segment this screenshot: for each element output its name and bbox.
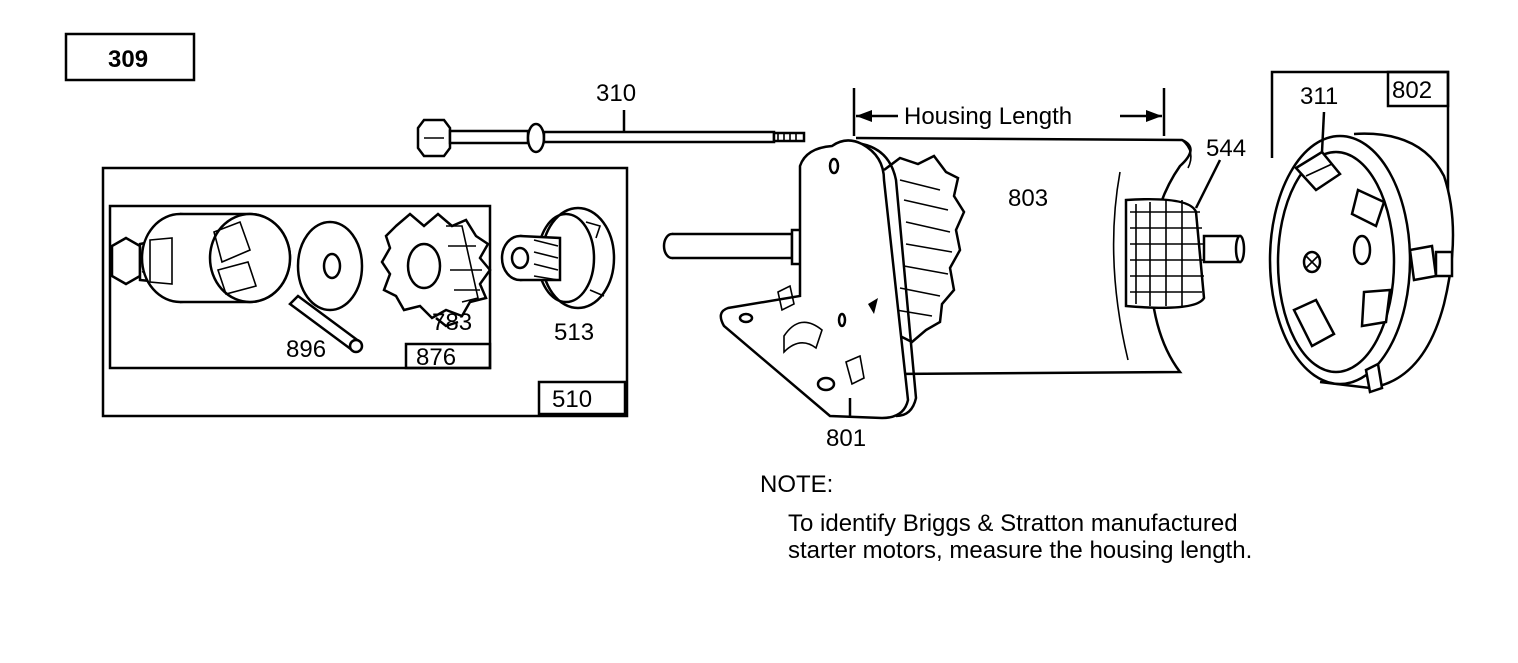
note-heading: NOTE:	[760, 471, 833, 498]
part-label-513: 513	[554, 319, 594, 346]
part-label-783: 783	[432, 309, 472, 336]
end-cap-box-802	[1270, 70, 1450, 200]
part-label-510: 510	[552, 386, 592, 413]
housing-length-dimension	[852, 88, 1166, 136]
figure-number-box: 309	[64, 32, 196, 82]
drive-clutch-housing	[140, 212, 292, 304]
part-label-876: 876	[416, 344, 456, 371]
figure-number: 309	[108, 46, 148, 73]
drive-end-plate-801	[719, 139, 918, 420]
drive-assembly-box-510	[101, 166, 629, 418]
part-label-310: 310	[596, 80, 636, 107]
part-label-896: 896	[286, 336, 326, 363]
part-label-802: 802	[1392, 77, 1432, 104]
note-line-1: To identify Briggs & Stratton manufactur…	[788, 510, 1238, 537]
roll-pin-896	[288, 294, 364, 354]
commutator-544	[1124, 159, 1246, 310]
note-line-2: starter motors, measure the housing leng…	[788, 537, 1252, 564]
through-bolt-310	[416, 110, 806, 158]
spring-cup-513	[500, 206, 616, 310]
part-label-311: 311	[1300, 83, 1338, 110]
pinion-gear-783	[380, 212, 492, 328]
housing-length-label: Housing Length	[904, 103, 1072, 130]
drive-kit-box-876	[108, 204, 492, 370]
part-label-803: 803	[1008, 185, 1048, 212]
armature-windings	[883, 154, 966, 344]
washer	[296, 220, 364, 312]
end-cap-body	[1268, 111, 1455, 394]
part-label-801: 801	[826, 425, 866, 452]
part-label-544: 544	[1206, 135, 1246, 162]
